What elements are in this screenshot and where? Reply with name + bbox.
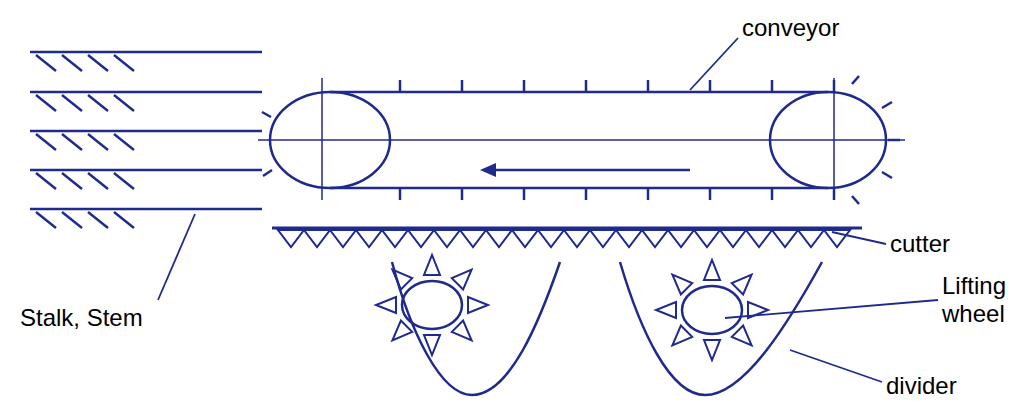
leader-lines — [158, 38, 938, 382]
part-label: divider — [886, 372, 986, 400]
part-label: Stalk, Stem — [20, 304, 170, 332]
divider-left — [392, 262, 560, 395]
part-label: Lifting wheel — [942, 272, 1028, 327]
stalk-lines — [30, 52, 262, 228]
conveyor-belt — [258, 76, 905, 204]
part-label: cutter — [890, 230, 990, 258]
part-label: conveyor — [742, 14, 862, 42]
cutter-bar — [272, 228, 862, 247]
lifting-wheels — [376, 255, 768, 360]
divider-right — [620, 262, 822, 395]
